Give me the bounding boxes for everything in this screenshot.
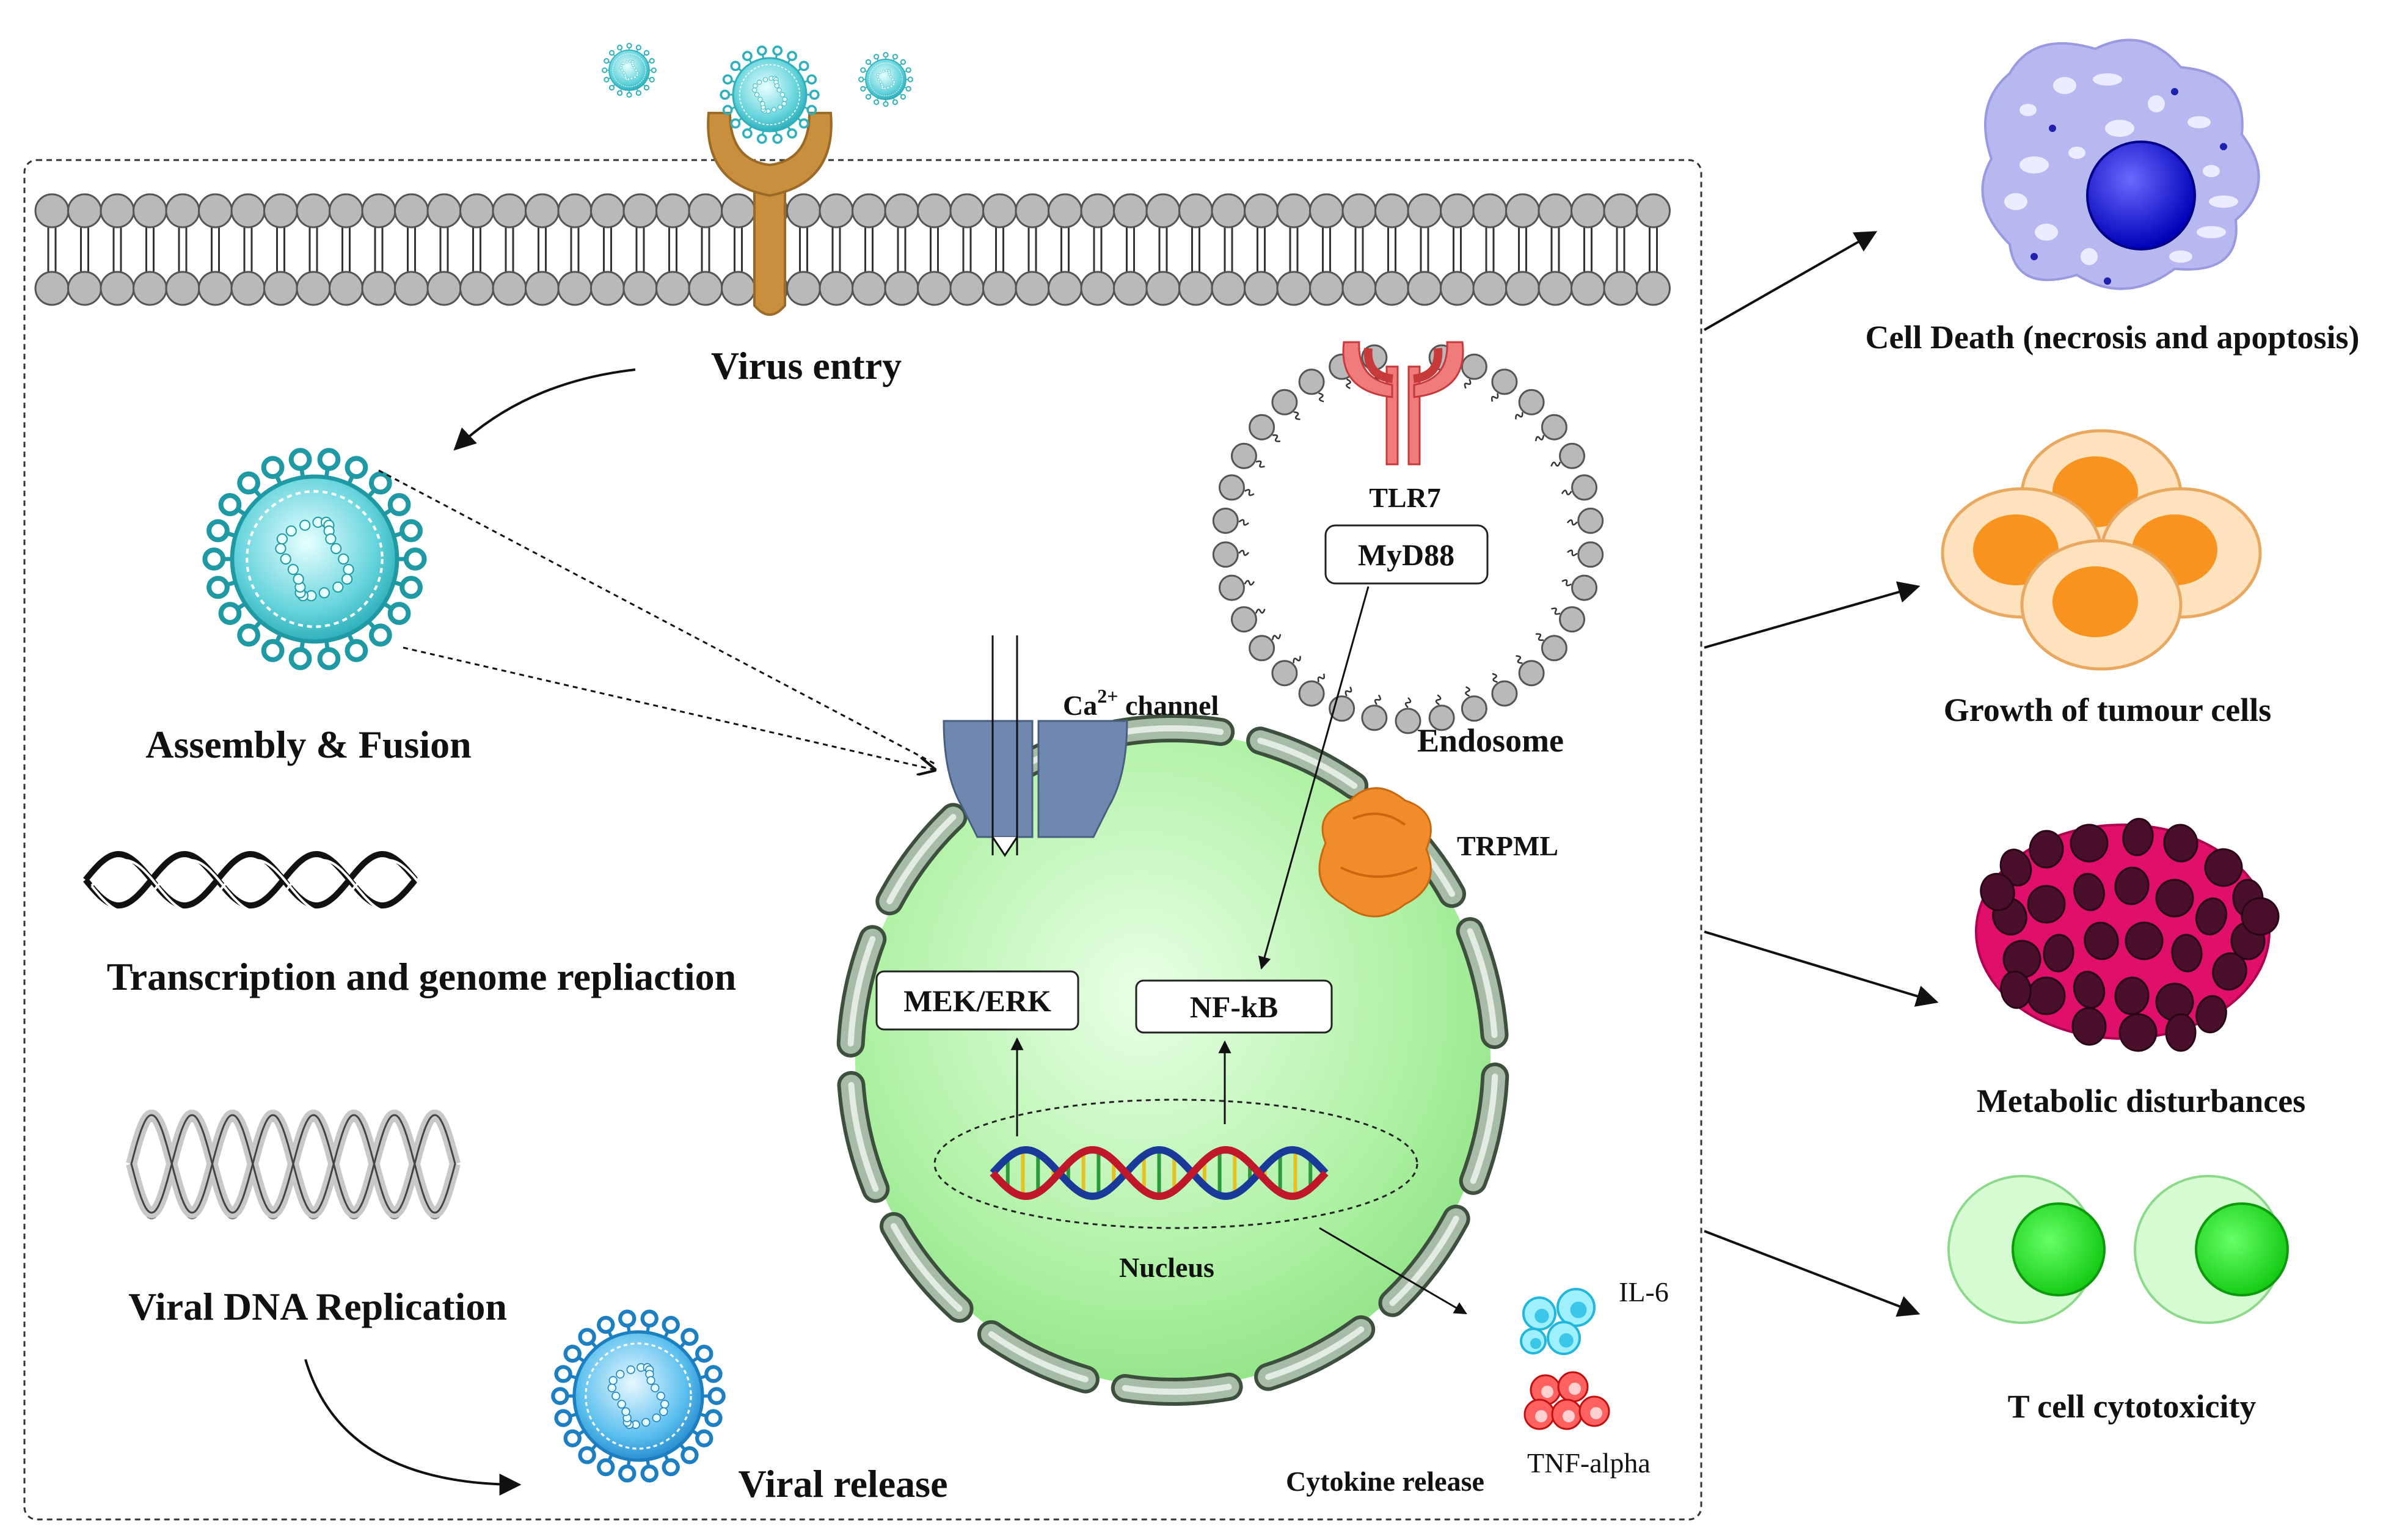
nf-kb-box bbox=[1135, 979, 1333, 1034]
trpml-icon bbox=[1318, 787, 1432, 918]
ca-channel-icon bbox=[943, 635, 1128, 857]
arrow-outcome-cell-death bbox=[1704, 231, 1878, 331]
viral-release-label: Viral release bbox=[739, 1462, 948, 1505]
cell-boundary bbox=[23, 159, 1702, 1521]
il6-cytokine-icon bbox=[1520, 1288, 1596, 1355]
endosome-icon bbox=[1212, 344, 1604, 734]
viral-dna-replication-label: Viral DNA Replication bbox=[128, 1285, 507, 1328]
nucleus-label: Nucleus bbox=[1119, 1252, 1214, 1283]
transcription-dna-icon bbox=[83, 850, 423, 913]
myd88-label: MyD88 bbox=[1358, 538, 1454, 572]
nuclear-dna-icon bbox=[990, 1146, 1329, 1201]
arrow-outcome-tcell bbox=[1704, 1230, 1921, 1317]
tlr7-label: TLR7 bbox=[1369, 482, 1441, 513]
virus-particles-top bbox=[602, 43, 913, 144]
viral-release-virus-icon bbox=[551, 1309, 726, 1483]
arrow-to-cytokine bbox=[1319, 1227, 1467, 1315]
arrow-outcome-metabolic bbox=[1704, 930, 1939, 1007]
cell-death-icon bbox=[1981, 38, 2260, 290]
cytokine-release-label: Cytokine release bbox=[1286, 1466, 1484, 1497]
tumour-cells-icon bbox=[1941, 429, 2262, 671]
t-cells-icon bbox=[1947, 1175, 2289, 1324]
mek-erk-label: MEK/ERK bbox=[903, 984, 1051, 1018]
tnf-cytokine-icon bbox=[1523, 1371, 1610, 1430]
arrow-myd88-to-nfkb bbox=[1258, 586, 1370, 970]
viral-dna-helix-icon bbox=[126, 1109, 461, 1219]
nucleus-region bbox=[933, 1099, 1418, 1229]
metabolic-cell-icon bbox=[1975, 817, 2280, 1052]
myd88-box bbox=[1324, 524, 1489, 585]
arrow-replication-to-release bbox=[304, 1359, 522, 1496]
outcome-tumour-label: Growth of tumour cells bbox=[1944, 692, 2271, 728]
trpml-label: TRPML bbox=[1457, 830, 1558, 861]
ca-channel-label: Ca2+ channel bbox=[1063, 685, 1219, 721]
tlr7-receptor-icon bbox=[1342, 341, 1464, 466]
dotted-link-bottom bbox=[403, 646, 935, 770]
receptor-icon bbox=[707, 112, 833, 316]
virus-entry-label: Virus entry bbox=[711, 344, 902, 387]
outcome-cell-death-label: Cell Death (necrosis and apoptosis) bbox=[1865, 319, 2359, 356]
outcome-metabolic-label: Metabolic disturbances bbox=[1977, 1083, 2305, 1119]
endosome-label: Endosome bbox=[1417, 722, 1564, 759]
tnf-alpha-label: TNF-alpha bbox=[1527, 1447, 1651, 1479]
assembly-virus-icon bbox=[202, 448, 427, 670]
transcription-label: Transcription and genome repliaction bbox=[107, 955, 737, 998]
nf-kb-label: NF-kB bbox=[1190, 990, 1278, 1024]
cell-membrane-bilayer bbox=[34, 193, 1671, 306]
mek-erk-box bbox=[875, 970, 1079, 1031]
dotted-link-top bbox=[378, 469, 935, 765]
outcome-tcell-label: T cell cytotoxicity bbox=[2008, 1388, 2257, 1425]
il6-label: IL-6 bbox=[1619, 1276, 1669, 1307]
assembly-fusion-label: Assembly & Fusion bbox=[145, 723, 471, 766]
arrow-entry-to-assembly bbox=[453, 368, 636, 451]
arrow-outcome-tumour bbox=[1704, 581, 1921, 649]
